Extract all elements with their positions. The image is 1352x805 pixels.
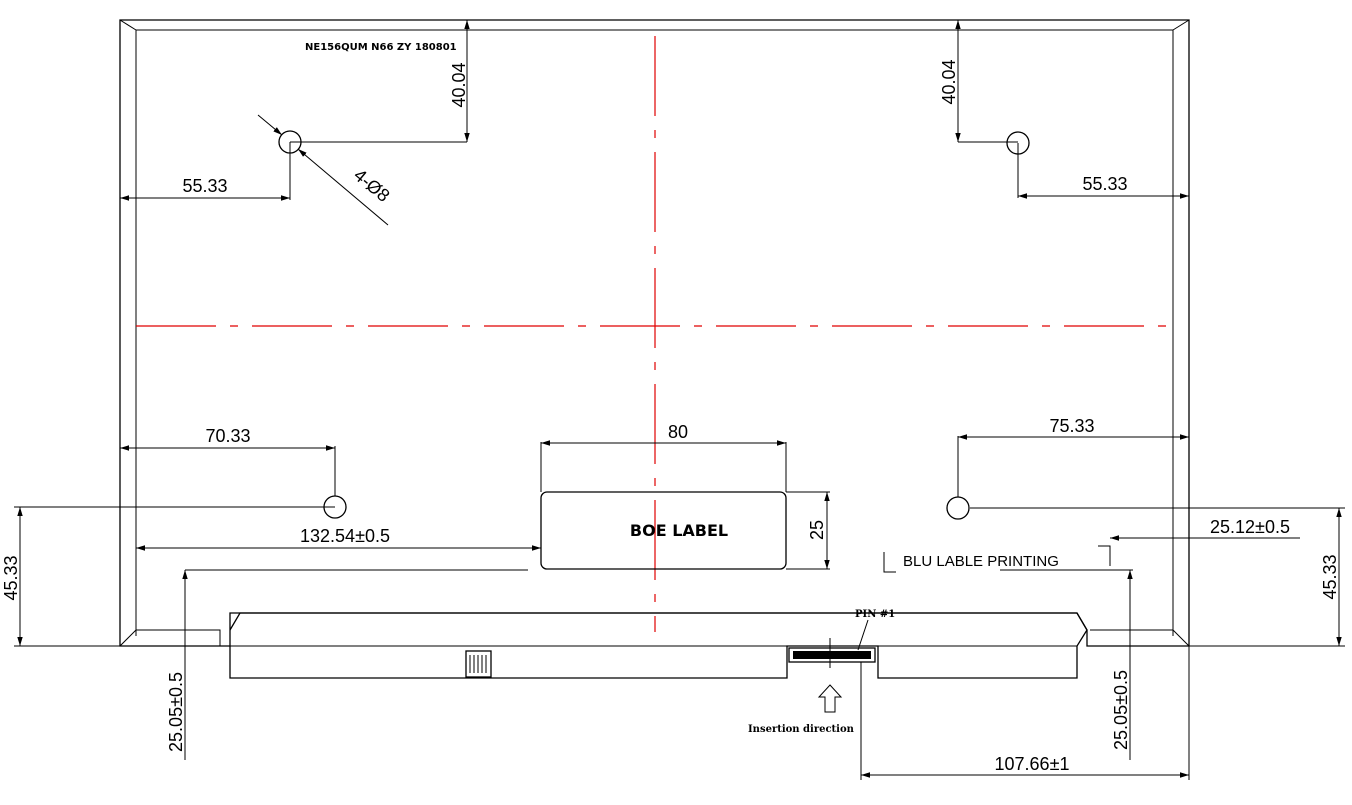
dim-label-offset: 132.54±0.5 [136, 526, 541, 551]
svg-text:75.33: 75.33 [1049, 416, 1094, 436]
dim-top-left-vertical: 40.04 [290, 20, 470, 143]
svg-text:70.33: 70.33 [205, 426, 250, 446]
dim-label-height: 25 [786, 491, 830, 570]
dim-top-right-vertical: 40.04 [939, 20, 1018, 143]
boe-label-box: BOE LABEL [540, 491, 787, 570]
boe-label-text: BOE LABEL [630, 521, 728, 540]
pcb-strip [229, 612, 1088, 679]
svg-text:40.04: 40.04 [449, 62, 469, 107]
svg-text:BLU LABLE PRINTING: BLU LABLE PRINTING [903, 553, 1059, 570]
svg-text:4-Ø8: 4-Ø8 [350, 165, 394, 206]
svg-text:55.33: 55.33 [182, 176, 227, 196]
dim-right-bottom: 25.05±0.5 [1000, 569, 1133, 760]
main-connector [788, 638, 876, 668]
dim-bottom-left-horizontal: 70.33 [120, 426, 336, 496]
svg-text:45.33: 45.33 [1320, 554, 1340, 599]
blu-label-printing: BLU LABLE PRINTING 25.12±0.5 [883, 517, 1300, 573]
dim-left-bottom: 25.05±0.5 [166, 569, 528, 760]
svg-text:107.66±1: 107.66±1 [995, 754, 1070, 774]
svg-text:55.33: 55.33 [1082, 174, 1127, 194]
svg-text:80: 80 [668, 422, 688, 442]
svg-text:40.04: 40.04 [939, 59, 959, 104]
svg-text:45.33: 45.33 [1, 555, 21, 600]
svg-text:25.12±0.5: 25.12±0.5 [1210, 517, 1290, 537]
insertion-direction-label: Insertion direction [748, 724, 855, 735]
hole-bottom-right [946, 496, 970, 520]
model-number: NE156QUM N66 ZY 180801 [305, 42, 457, 53]
dim-label-width: 80 [540, 422, 787, 492]
insertion-arrow-icon [817, 684, 843, 713]
dim-connector-offset: 107.66±1 [860, 646, 1190, 780]
dim-top-right-horizontal: 55.33 [1017, 143, 1189, 199]
svg-text:25.05±0.5: 25.05±0.5 [166, 672, 186, 752]
dim-left-height: 45.33 [1, 506, 335, 647]
dim-right-height: 45.33 [970, 507, 1345, 647]
svg-text:25.05±0.5: 25.05±0.5 [1111, 670, 1131, 750]
center-lines [136, 36, 1173, 632]
dim-top-left-horizontal: 55.33 [120, 142, 291, 201]
dim-bottom-right-horizontal: 75.33 [957, 416, 1189, 497]
hole-spec-leader: 4-Ø8 [257, 114, 394, 226]
svg-text:132.54±0.5: 132.54±0.5 [300, 526, 390, 546]
svg-text:PIN #1: PIN #1 [855, 609, 895, 620]
small-connector [465, 650, 492, 678]
svg-text:25: 25 [807, 520, 827, 540]
pin1-marker: PIN #1 [855, 609, 895, 651]
